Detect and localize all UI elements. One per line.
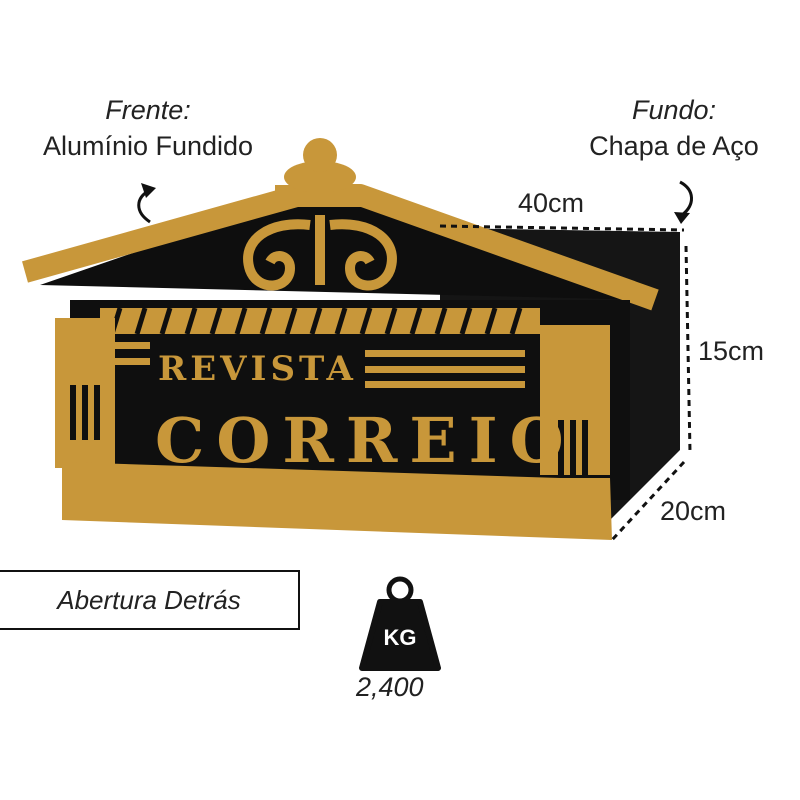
dimension-height: 15cm (698, 336, 765, 366)
back-material-label: Fundo: Chapa de Aço (560, 92, 788, 165)
rear-opening-label: Abertura Detrás (0, 570, 300, 630)
weight-value: 2,400 (356, 672, 424, 702)
scroll-ornament (243, 215, 397, 291)
back-label-material: Chapa de Aço (589, 131, 759, 162)
mailbox-text-line2: CORREIO (155, 404, 576, 477)
mailbox-base (62, 462, 612, 540)
weight-kg-icon: KG (359, 576, 441, 671)
dimension-depth: 20cm (660, 496, 727, 526)
column-left (55, 318, 115, 468)
pediment-fill (40, 185, 650, 300)
weight-icon-text: KG (384, 625, 417, 650)
front-material-label: Frente: Alumínio Fundido (14, 92, 282, 165)
dentil-band (100, 307, 540, 335)
front-label-title: Frente: (105, 95, 191, 125)
dimension-lines (439, 224, 692, 542)
mailbox-text-line1: REVISTA (158, 349, 357, 389)
column-right (540, 325, 610, 475)
decor-rules (105, 342, 525, 388)
front-label-material: Alumínio Fundido (42, 131, 254, 162)
finial (275, 138, 365, 207)
back-arrow-head (674, 212, 690, 224)
back-label-title: Fundo: (631, 95, 717, 125)
front-arrow-head (141, 183, 156, 198)
dimension-width: 40cm (518, 188, 585, 218)
back-arrow-icon (679, 180, 693, 217)
